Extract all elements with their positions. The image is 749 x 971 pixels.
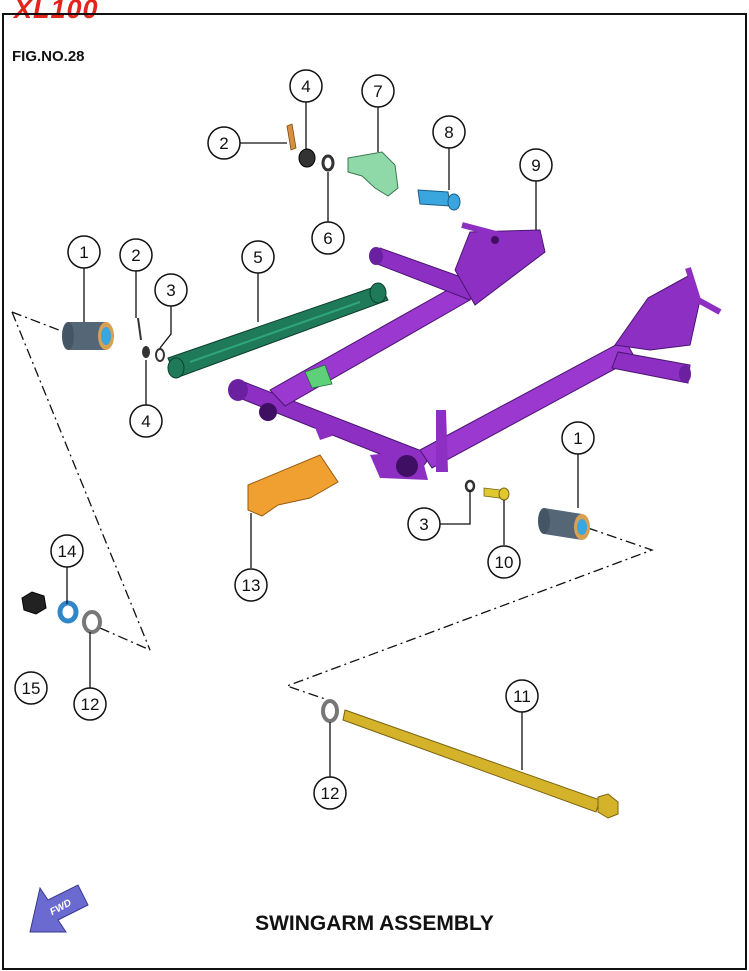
callout-12-left: 12 (81, 695, 100, 714)
cotter-pin-left (137, 317, 142, 341)
bushing-right (538, 508, 590, 540)
callout-4-upper: 4 (301, 77, 310, 96)
bracket-7 (347, 151, 399, 197)
nut-left (142, 346, 150, 358)
callout-15: 15 (22, 679, 41, 698)
cotter-pin-upper (286, 123, 297, 151)
page-title: SWINGARM ASSEMBLY (255, 912, 494, 935)
callout-9: 9 (531, 156, 540, 175)
callout-4-left: 4 (141, 412, 150, 431)
fwd-arrow-icon: FWD (29, 884, 89, 933)
callout-2-upper: 2 (219, 134, 228, 153)
washer-12-left (82, 610, 102, 634)
callout-8: 8 (444, 123, 453, 142)
callouts (14, 69, 595, 810)
axle-bolt (342, 709, 619, 819)
callout-12-lower: 12 (321, 784, 340, 803)
swingarm-frame (228, 222, 722, 480)
washer-right (464, 479, 476, 493)
nut-upper (298, 148, 316, 168)
washer-12-lower (321, 699, 339, 723)
callout-6: 6 (323, 229, 332, 248)
callout-14: 14 (58, 542, 77, 561)
callout-2-left: 2 (131, 246, 140, 265)
leader-lines (66, 101, 579, 777)
callout-11: 11 (513, 687, 531, 706)
callout-1-left: 1 (79, 243, 88, 262)
callout-7: 7 (373, 82, 382, 101)
washer-6 (321, 154, 335, 172)
callout-13: 13 (242, 576, 261, 595)
callout-3-right: 3 (419, 515, 428, 534)
link-plate (167, 282, 389, 379)
assembly-lines (11, 311, 654, 701)
callout-1-right: 1 (573, 429, 582, 448)
bolt-8 (417, 189, 461, 211)
callout-5: 5 (253, 248, 262, 267)
figure-number: FIG.NO.28 (12, 48, 85, 65)
bolt-10 (483, 487, 510, 501)
washer-14 (57, 600, 79, 624)
nut-15 (21, 591, 47, 615)
callout-10: 10 (495, 553, 514, 572)
callout-3-left: 3 (166, 281, 175, 300)
brand-logo: XL100 (14, 0, 99, 24)
washer-left (155, 348, 165, 362)
bushing-left (62, 322, 114, 350)
chain-guard (247, 454, 339, 517)
